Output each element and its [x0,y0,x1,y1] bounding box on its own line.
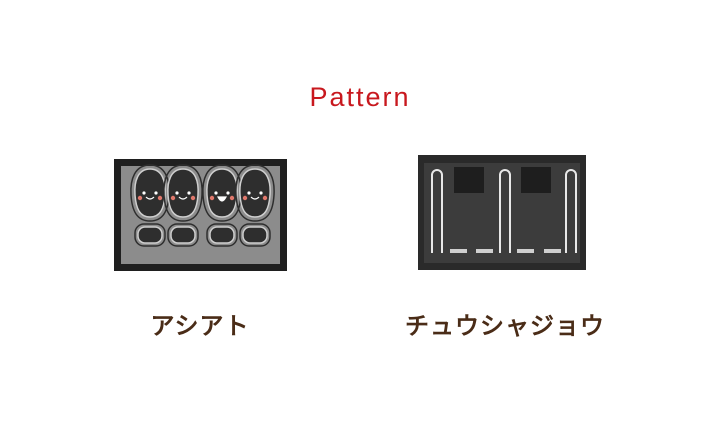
parking-lines-icon [418,155,586,270]
footprint-icon [163,164,203,247]
footprint-icon [130,164,170,247]
smiley-face-icon [242,191,268,201]
smiley-face-icon [170,191,196,201]
footprint-icon [235,164,275,247]
smiley-face-icon [209,191,235,202]
footprints-icon [114,159,287,271]
smiley-face-icon [137,191,163,201]
parking-doormat-image [418,155,586,270]
footprints-doormat-image [114,159,287,271]
pattern-label-footprints: アシアト [150,312,250,340]
footprint-icon [202,164,242,247]
page-title: Pattern [309,82,411,112]
pattern-label-parking: チュウシャジョウ [405,312,605,340]
